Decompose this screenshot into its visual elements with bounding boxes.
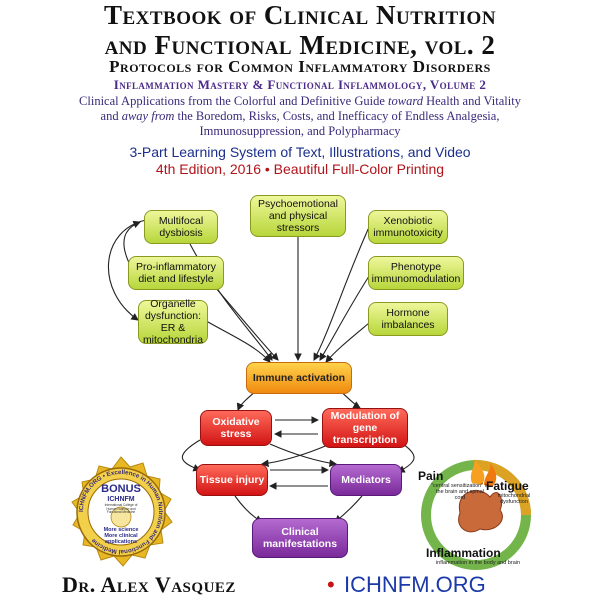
badge-more-science: More science xyxy=(103,527,139,533)
node-tissue-injury: Tissue injury xyxy=(196,464,268,496)
node-clinical-manifestations: Clinical manifestations xyxy=(252,518,348,558)
footer-site: ICHNFM.ORG xyxy=(344,572,486,597)
badge-org-label: ICHNFM xyxy=(107,496,135,503)
learning-system-line: 3-Part Learning System of Text, Illustra… xyxy=(129,144,471,160)
desc-part-c: Health and Vitality xyxy=(422,94,521,108)
badge-more-clinical: More clinical xyxy=(104,533,138,539)
node-organelle-dysfunction: Organelle dysfunction: ER & mitochondria xyxy=(138,298,208,346)
badge-org-full: International College of Human Nutrition… xyxy=(104,503,138,515)
desc-part-g: Immunosuppression, and Polypharmacy xyxy=(199,124,401,138)
node-oxidative-stress: Oxidative stress xyxy=(200,410,272,446)
fatigue-sublabel: mitochondrial dysfunction xyxy=(497,493,531,505)
badge-bonus-label: BONUS xyxy=(101,483,141,495)
node-psychoemotional-stressors: Psychoemotional and physical stressors xyxy=(250,195,346,237)
badge-seal-icon: ICHNFM.ORG • Excellence in Human Nutriti… xyxy=(71,456,173,567)
desc-part-b: toward xyxy=(388,94,423,108)
fatigue-label: Fatigue xyxy=(486,479,529,493)
book-title-line1: Textbook of Clinical Nutrition xyxy=(103,0,497,30)
node-hormone-imbalances: Hormone imbalances xyxy=(368,302,448,336)
desc-part-d: and xyxy=(100,109,122,123)
inflammation-label: Inflammation xyxy=(426,546,501,560)
author-name: Dr. Alex Vasquez xyxy=(62,572,236,597)
book-title-line2: and Functional Medicine, vol. 2 xyxy=(104,30,496,60)
node-gene-transcription: Modulation of gene transcription xyxy=(322,408,408,448)
book-subtitle: Protocols for Common Inflammatory Disord… xyxy=(109,57,491,76)
badge-applications: applications xyxy=(104,539,138,545)
desc-part-a: Clinical Applications from the Colorful … xyxy=(79,94,389,108)
node-mediators: Mediators xyxy=(330,464,402,496)
series-title: Inflammation Mastery & Functional Inflam… xyxy=(113,77,487,92)
node-proinflammatory-diet: Pro-inflammatory diet and lifestyle xyxy=(128,256,224,290)
node-multifocal-dysbiosis: Multifocal dysbiosis xyxy=(144,210,218,244)
pain-label: Pain xyxy=(418,469,444,483)
footer-bullet: • xyxy=(327,572,335,597)
bonus-badge: ICHNFM.ORG • Excellence in Human Nutriti… xyxy=(62,455,180,573)
desc-part-e: away from xyxy=(121,109,175,123)
node-immune-activation: Immune activation xyxy=(246,362,352,394)
description: Clinical Applications from the Colorful … xyxy=(40,94,560,139)
pain-fatigue-graphic: Pain "central sensitization" in the brai… xyxy=(410,455,545,573)
node-xenobiotic-immunotoxicity: Xenobiotic immunotoxicity xyxy=(368,210,448,244)
edition-line: 4th Edition, 2016 • Beautiful Full-Color… xyxy=(155,161,445,177)
brain-cycle-icon xyxy=(421,459,531,570)
pain-sublabel: "central sensitization" in the brain and… xyxy=(430,483,490,501)
inflammation-sublabel: inflammation in the body and brain xyxy=(435,560,521,566)
node-phenotype-immunomodulation: Phenotype immunomodulation xyxy=(368,256,464,290)
desc-part-f: the Boredom, Risks, Costs, and Inefficac… xyxy=(174,109,500,123)
